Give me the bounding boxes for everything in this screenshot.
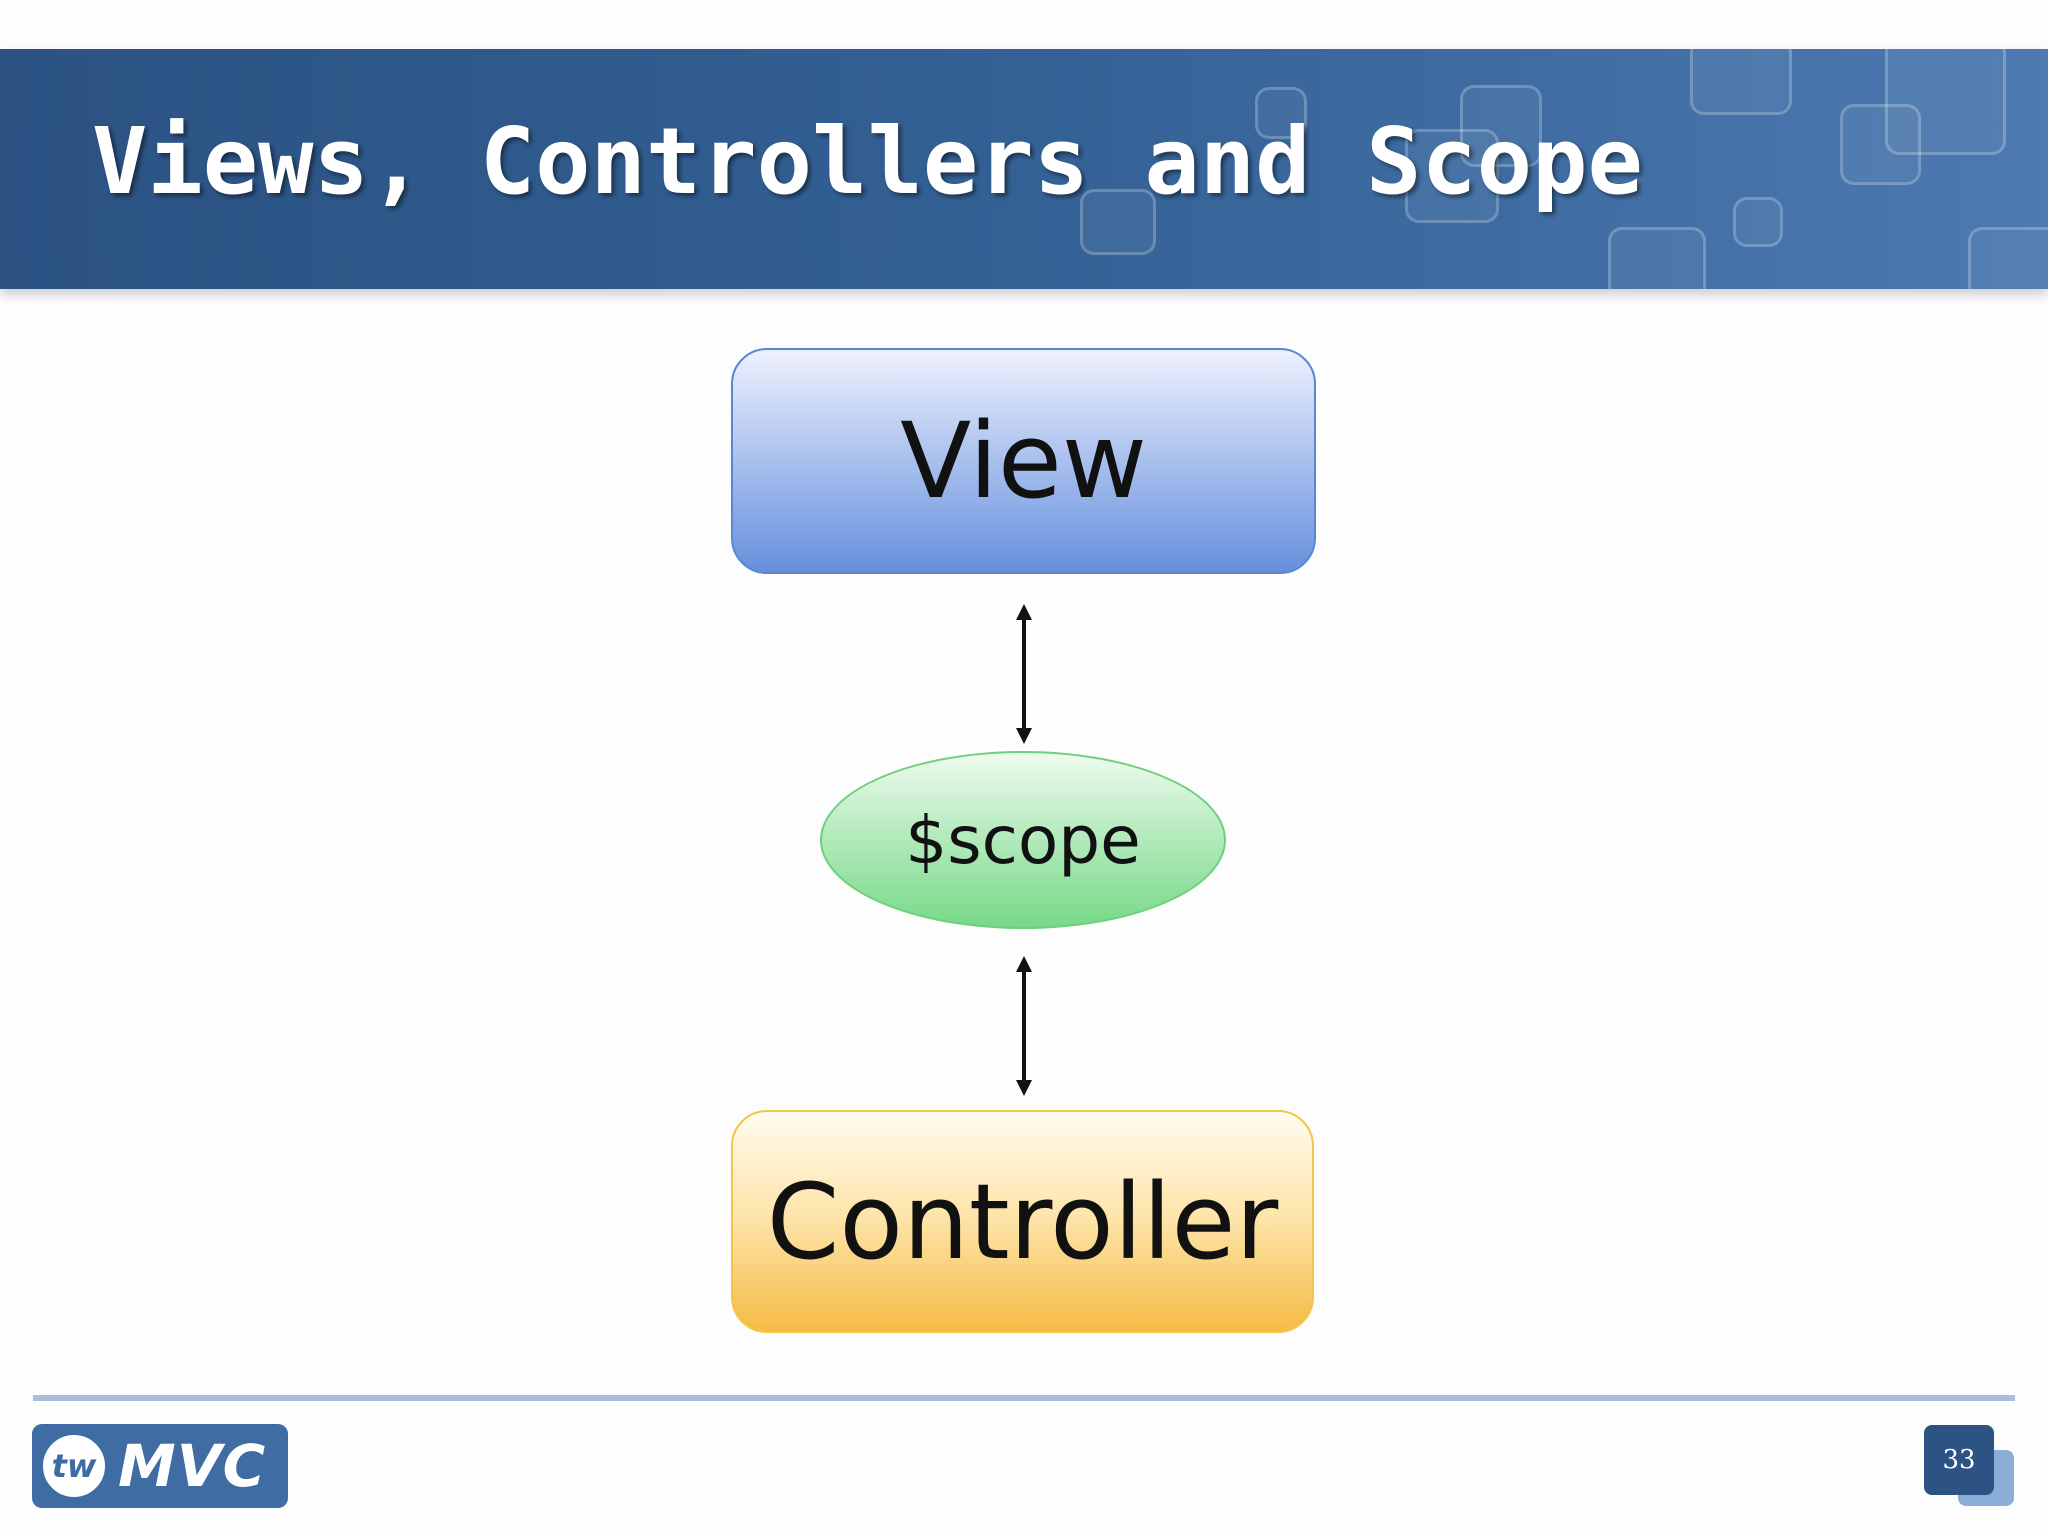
logo-mark: tw — [38, 1430, 110, 1502]
twmvc-logo: tw MVC — [32, 1424, 288, 1508]
scope-label: $scope — [905, 801, 1141, 879]
controller-label: Controller — [766, 1160, 1279, 1283]
decor-square — [1255, 87, 1307, 139]
decor-square — [1460, 85, 1542, 167]
logo-text: MVC — [118, 1432, 267, 1500]
slide-title: Views, Controllers and Scope — [92, 108, 1643, 215]
decor-square — [1080, 189, 1156, 255]
footer-divider — [33, 1395, 2015, 1401]
scope-controller-arrow — [1016, 956, 1032, 1096]
view-scope-arrow — [1016, 604, 1032, 744]
decor-square — [1690, 49, 1792, 115]
decor-square — [1885, 49, 2006, 155]
decor-square — [1840, 104, 1921, 185]
page-number: 33 — [1924, 1425, 1994, 1495]
decor-square — [1733, 197, 1783, 247]
controller-box: Controller — [731, 1110, 1314, 1333]
decor-square — [1405, 129, 1499, 223]
decor-square — [1968, 227, 2048, 289]
view-box: View — [731, 348, 1316, 574]
title-banner — [0, 49, 2048, 289]
decor-square — [1608, 227, 1706, 289]
scope-ellipse: $scope — [820, 751, 1226, 929]
view-label: View — [900, 400, 1147, 522]
